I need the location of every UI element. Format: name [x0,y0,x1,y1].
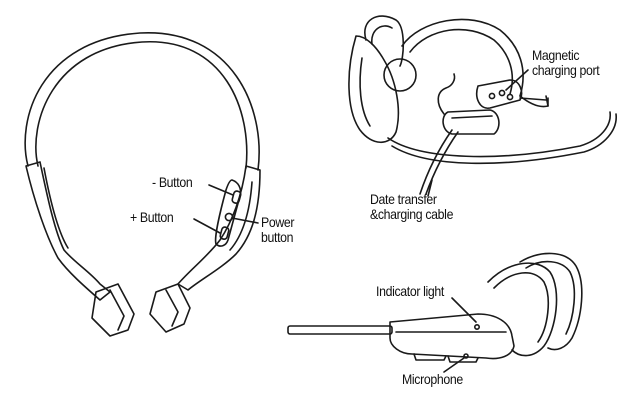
minus-button-label: - Button [152,174,193,190]
cable-label-line1: Date transfer [370,191,437,207]
leader-plus [193,218,221,234]
charging-transducer-body [348,35,400,144]
power-button-shape [224,212,234,222]
left-earhook [25,161,111,301]
indicator-light-dot [473,323,480,330]
leader-microphone [443,357,465,373]
leader-magnetic [505,69,529,91]
plus-button-label: + Button [130,209,174,225]
microphone-hole [463,353,469,359]
side-earhook-back [519,252,583,351]
charging-connector [442,109,500,135]
front-view-headset [24,32,261,337]
charging-headband [401,18,524,97]
charging-view [348,15,617,197]
side-view [287,252,583,373]
side-earhook-front [487,262,558,357]
side-main-body [389,313,515,360]
leader-power [231,217,259,224]
cable-label: Date transfer &charging cable [370,192,453,222]
power-button-label-line2: button [261,229,294,245]
charging-earhook-loop [364,15,405,67]
left-transducer [91,283,135,337]
magnetic-port-label-line2: charging port [532,62,600,78]
side-buttons [413,353,479,363]
indicator-light-label: Indicator light [376,283,445,299]
headband-outer [24,32,260,171]
button-strip [214,179,242,247]
cable-label-line2: &charging cable [370,206,454,222]
charging-cable [419,129,453,195]
leader-minus [208,184,234,196]
power-button-label-line1: Power [261,214,295,230]
power-button-label: Power button [261,214,295,245]
headband-inner [35,41,248,169]
leader-cable [427,179,433,197]
side-charging-rod [287,325,393,335]
charging-neck-cable [387,111,611,158]
minus-button-shape [231,190,242,204]
right-earhook [177,165,261,291]
leader-indicator [451,297,477,323]
magnetic-port-label: Magnetic charging port [532,47,600,78]
plus-button-shape [219,226,230,240]
magnetic-port-label-line1: Magnetic [532,47,580,63]
microphone-label: Microphone [402,371,463,387]
right-transducer [149,283,191,333]
charging-transducer-pad [383,58,417,92]
